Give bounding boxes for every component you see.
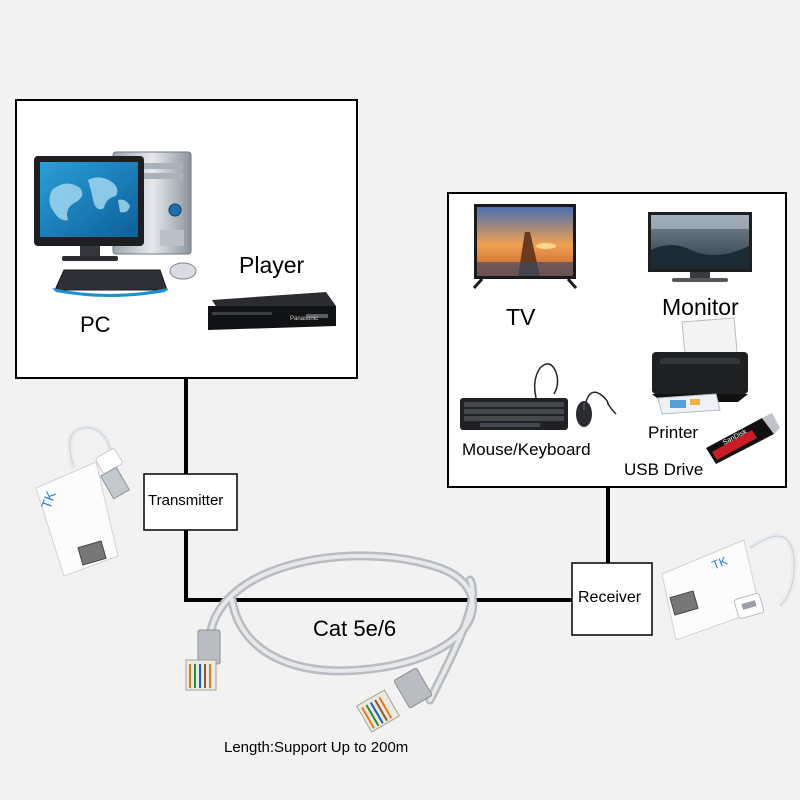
receiver-label: Receiver — [578, 589, 642, 606]
tv-label: TV — [506, 304, 536, 330]
ethernet-cable-icon — [205, 551, 478, 705]
monitor-label: Monitor — [662, 294, 739, 320]
transmitter-box — [143, 473, 238, 531]
connection-lines — [184, 378, 610, 602]
pc-icon — [34, 151, 197, 297]
player-label: Player — [239, 252, 305, 278]
player-brand: Panasonic — [290, 316, 319, 322]
player-icon — [202, 237, 342, 377]
monitor-icon — [648, 212, 752, 282]
receiver-adapter-icon — [661, 533, 798, 641]
transmitter-label: Transmitter — [148, 492, 224, 509]
transmitter-adapter-icon: TK — [35, 424, 130, 577]
printer-icon — [652, 317, 748, 415]
mouse-keyboard-icon — [460, 363, 617, 430]
rj45-connector-right-icon — [355, 667, 433, 733]
usb-drive-icon — [706, 413, 780, 464]
mouse-keyboard-label: Mouse/Keyboard — [462, 440, 591, 459]
receiver-box — [571, 562, 653, 636]
printer-label: Printer — [648, 423, 699, 442]
usb-drive-label: USB Drive — [624, 460, 704, 479]
tv-icon — [472, 204, 578, 289]
cable-label: Cat 5e/6 — [313, 616, 397, 641]
pc-label: PC — [80, 312, 111, 337]
length-note: Length:Support Up to 200m — [224, 739, 409, 756]
transmitter-brand-text: TK — [38, 488, 59, 511]
rj45-connector-left-icon — [185, 629, 221, 691]
